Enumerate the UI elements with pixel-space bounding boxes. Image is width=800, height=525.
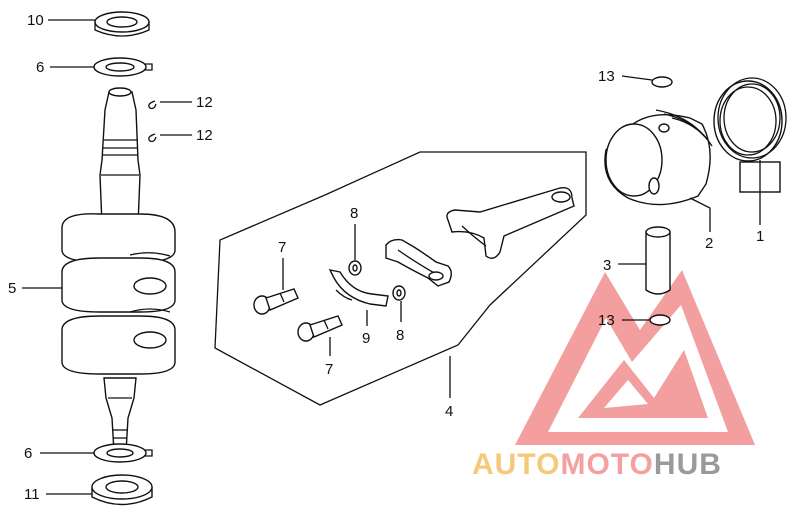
callout-8-top: 8 bbox=[350, 205, 358, 222]
callout-9: 9 bbox=[362, 330, 370, 347]
callout-7-top: 7 bbox=[278, 239, 286, 256]
piston-rings bbox=[713, 77, 787, 193]
rod-kit-outline bbox=[214, 151, 587, 406]
piston-pin-clip-top bbox=[651, 76, 673, 88]
callout-7-bottom: 7 bbox=[325, 361, 333, 378]
oil-seal-top bbox=[94, 11, 150, 37]
callout-13-top: 13 bbox=[598, 68, 615, 85]
callout-8-bottom: 8 bbox=[396, 327, 404, 344]
callout-10: 10 bbox=[27, 12, 44, 29]
brand-auto: AUTO bbox=[472, 448, 560, 481]
callout-1: 1 bbox=[756, 228, 764, 245]
brand-hub: HUB bbox=[654, 448, 722, 481]
piston bbox=[604, 109, 713, 206]
callout-12-a: 12 bbox=[196, 94, 213, 111]
circlips bbox=[148, 100, 157, 143]
piston-pin bbox=[645, 226, 671, 295]
callout-12-b: 12 bbox=[196, 127, 213, 144]
callout-2: 2 bbox=[705, 235, 713, 252]
leader-lines bbox=[22, 19, 761, 495]
rod-bolt-top bbox=[253, 288, 299, 315]
callout-6-bottom: 6 bbox=[24, 445, 32, 462]
thrust-washer-top bbox=[93, 57, 153, 77]
rod-washers bbox=[348, 260, 406, 301]
callout-3: 3 bbox=[603, 257, 611, 274]
rod-cap bbox=[385, 238, 452, 287]
piston-pin-clip-bottom bbox=[649, 314, 671, 326]
callout-labels: 10 6 12 12 5 6 11 13 1 2 3 13 8 7 9 8 7 … bbox=[8, 12, 764, 503]
callout-11: 11 bbox=[24, 486, 40, 503]
oil-seal-bottom bbox=[91, 474, 153, 506]
callout-4: 4 bbox=[445, 403, 453, 420]
crankshaft bbox=[61, 87, 176, 453]
thrust-washer-bottom bbox=[93, 443, 153, 463]
callout-6-top: 6 bbox=[36, 59, 44, 76]
callout-13-bottom: 13 bbox=[598, 312, 615, 329]
lock-plate bbox=[328, 269, 389, 307]
svg-text:AUTOMOTOHUB: AUTOMOTOHUB bbox=[472, 448, 722, 481]
watermark-text: AUTOMOTOHUB bbox=[472, 448, 722, 481]
watermark-logo bbox=[515, 270, 755, 445]
brand-moto: MOTO bbox=[560, 448, 653, 481]
connecting-rod bbox=[446, 187, 575, 259]
callout-5: 5 bbox=[8, 280, 16, 297]
rod-bolt-bottom bbox=[297, 315, 343, 342]
